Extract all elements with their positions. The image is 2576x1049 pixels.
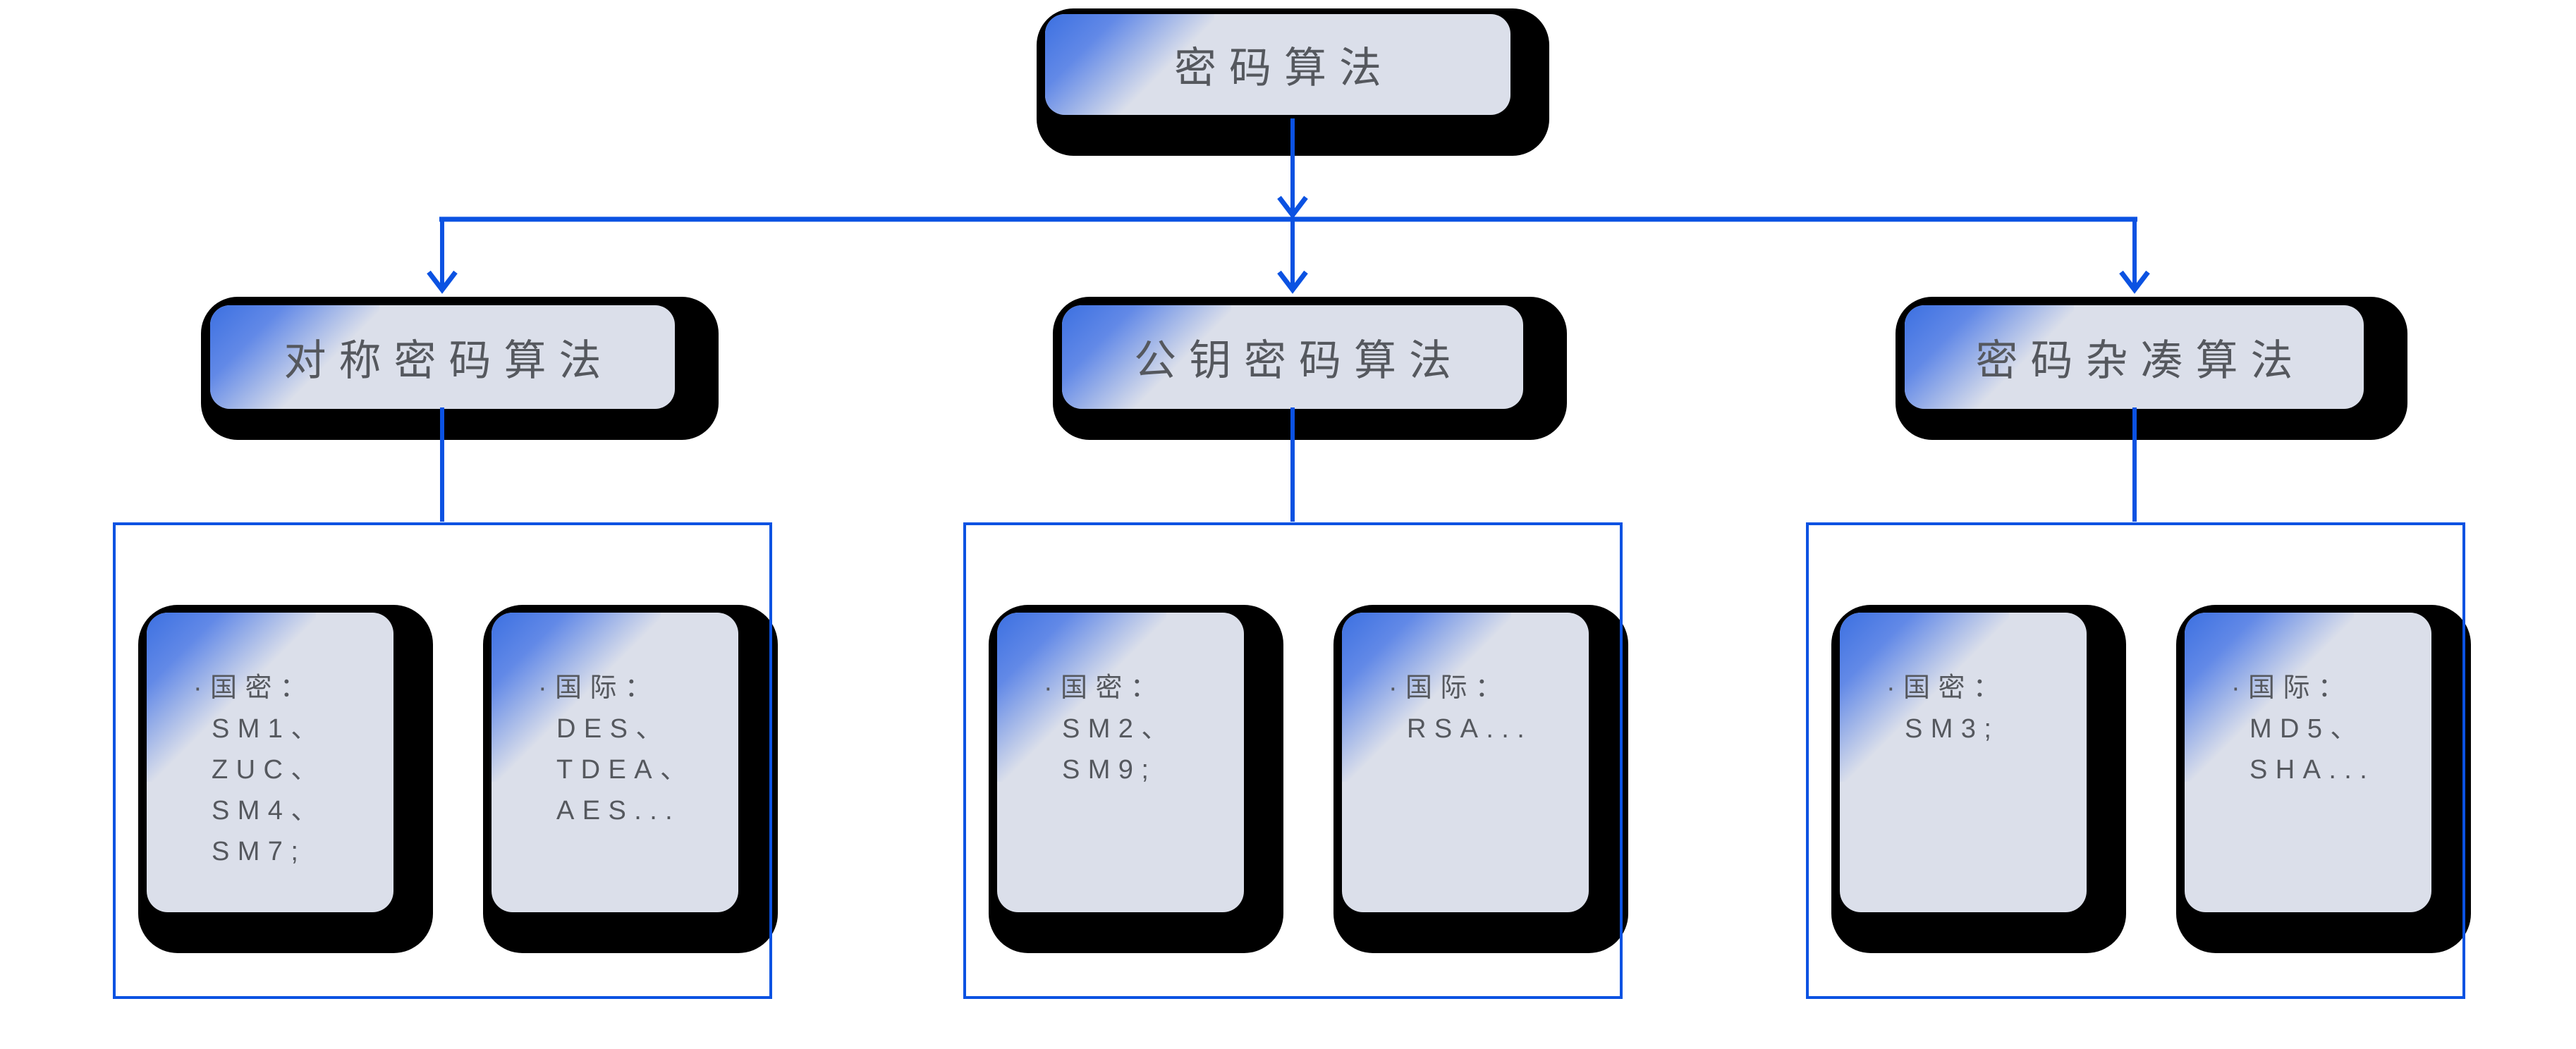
branch-node-label: 密码杂凑算法: [1975, 337, 2306, 384]
card-text: ·国密： SM1、 ZUC、 SM4、 SM7;: [147, 613, 393, 872]
arrowhead-icon: [1277, 195, 1308, 219]
card-line: AES...: [556, 796, 681, 826]
card-text: ·国际： RSA...: [1342, 613, 1589, 749]
card-line: SM2、: [1062, 714, 1176, 744]
card-line: SM7;: [212, 837, 307, 866]
card-text: ·国际： MD5、 SHA...: [2185, 613, 2431, 790]
card-line: TDEA、: [556, 755, 695, 785]
group-box-symmetric: [113, 522, 772, 999]
arrowhead-icon: [1277, 270, 1308, 294]
card-text: ·国密： SM2、 SM9;: [997, 613, 1244, 790]
card-line: DES、: [556, 714, 671, 744]
card-line: SM4、: [212, 796, 326, 826]
branch-node-symmetric: 对称密码算法: [201, 297, 719, 440]
card-line: ·国密：: [193, 673, 315, 703]
card-line: ZUC、: [212, 755, 326, 785]
group-box-public-key: [963, 522, 1623, 999]
card-line: RSA...: [1407, 714, 1533, 744]
group-box-hash: [1806, 522, 2465, 999]
card-text: ·国际： DES、 TDEA、 AES...: [492, 613, 738, 831]
card-line: MD5、: [2250, 714, 2365, 744]
branch-node-label: 公钥密码算法: [1134, 337, 1464, 384]
branch-node-face: 公钥密码算法: [1062, 305, 1523, 409]
card-line: SM1、: [212, 714, 326, 744]
branch-node-public-key: 公钥密码算法: [1053, 297, 1567, 440]
branch-node-hash: 密码杂凑算法: [1896, 297, 2407, 440]
card-line: ·国密：: [1044, 673, 1166, 703]
branch-node-face: 密码杂凑算法: [1905, 305, 2364, 409]
root-node-label: 密码算法: [1174, 44, 1394, 92]
root-node-face: 密码算法: [1045, 14, 1510, 115]
card-line: ·国密：: [1886, 673, 2008, 703]
branch-node-label: 对称密码算法: [283, 337, 614, 384]
arrowhead-icon: [2119, 270, 2150, 294]
root-node: 密码算法: [1037, 8, 1549, 156]
card-line: SHA...: [2250, 755, 2376, 785]
card-line: SM9;: [1062, 755, 1157, 785]
branch-node-face: 对称密码算法: [210, 305, 675, 409]
card-line: SM3;: [1905, 714, 2000, 744]
card-line: ·国际：: [1388, 673, 1510, 703]
card-text: ·国密： SM3;: [1840, 613, 2087, 749]
card-line: ·国际：: [538, 673, 660, 703]
arrowhead-icon: [427, 270, 458, 294]
card-line: ·国际：: [2231, 673, 2353, 703]
